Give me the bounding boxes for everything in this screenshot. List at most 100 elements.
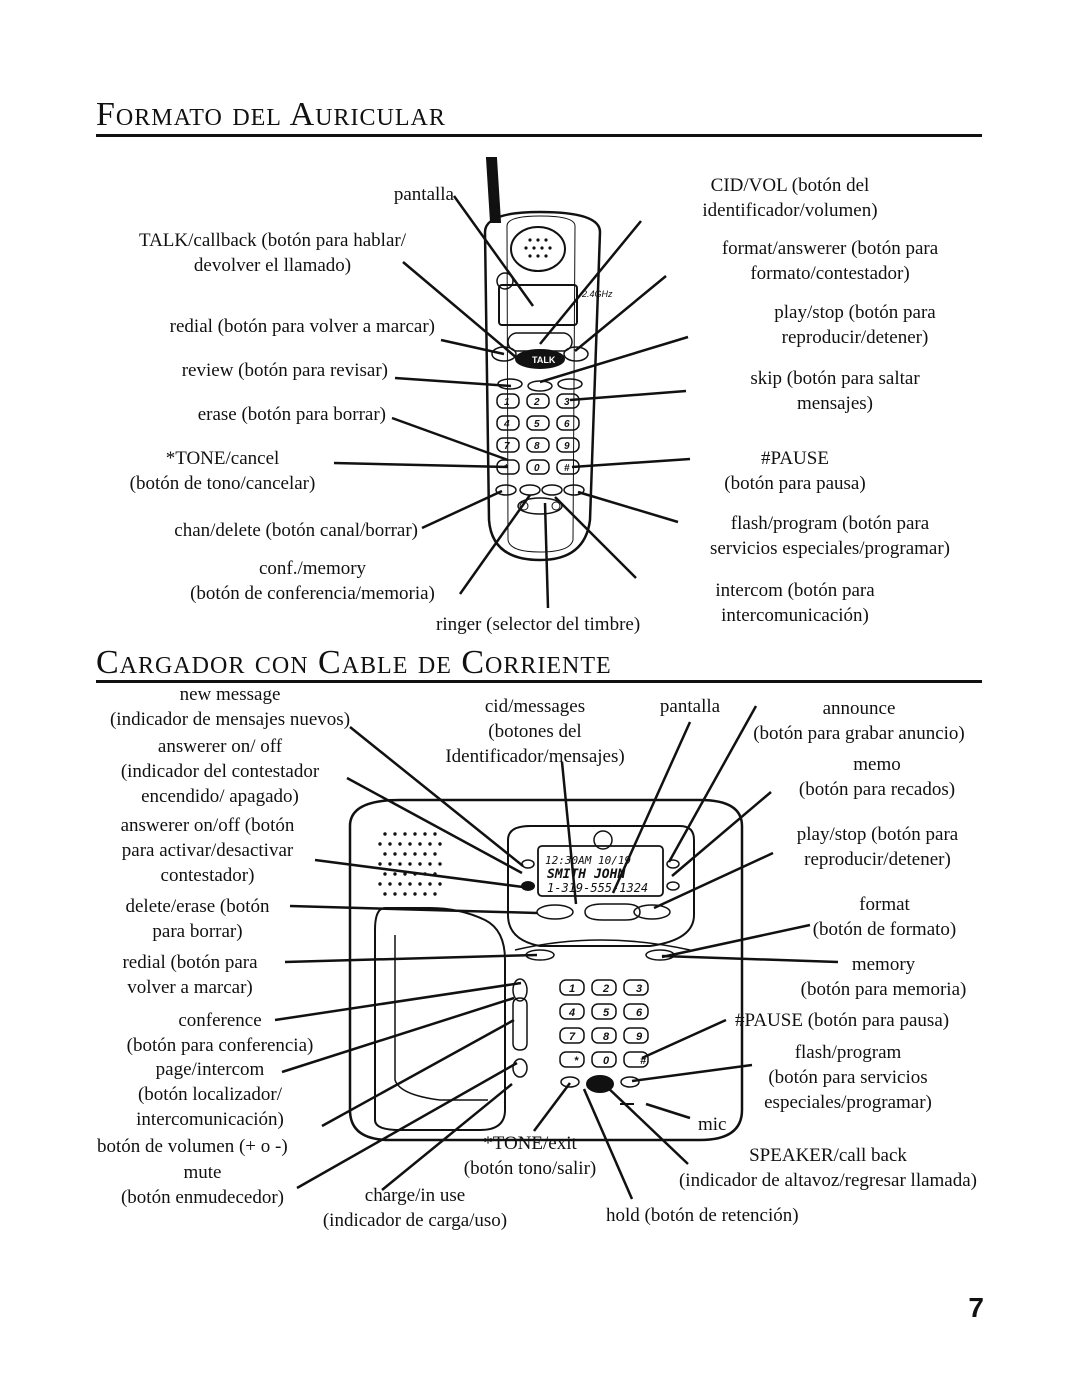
label-charge-indicator: charge/in use (indicador de carga/uso) (300, 1183, 530, 1233)
svg-text:2.4GHz: 2.4GHz (581, 289, 613, 299)
label-mute-button: mute (botón enmudecedor) (100, 1160, 305, 1210)
label-line: skip (botón para saltar (750, 368, 920, 389)
svg-text:2: 2 (602, 983, 609, 995)
svg-text:1: 1 (504, 397, 510, 408)
svg-text:9: 9 (636, 1031, 643, 1043)
svg-text:6: 6 (636, 1007, 643, 1019)
label-conf-button: conf./memory (botón de conferencia/memor… (160, 556, 465, 606)
handset-leader-lines (333, 195, 691, 609)
label-line: flash/program (botón para (730, 513, 930, 534)
label-line: para borrar) (152, 921, 243, 942)
section-title-charger: Cargador con Cable de Corriente (96, 644, 612, 681)
label-line: (botón para memoria) (800, 979, 967, 1000)
label-talk-button: TALK/callback (botón para hablar/ devolv… (100, 228, 445, 278)
label-line: flash/program (794, 1042, 902, 1063)
label-line: (botón de conferencia/memoria) (190, 583, 435, 604)
label-intercom-button: intercom (botón para intercomunicación) (690, 578, 900, 628)
label-line: volver a marcar) (127, 977, 253, 998)
label-line: play/stop (botón para (796, 824, 959, 845)
svg-text:8: 8 (603, 1031, 610, 1043)
label-line: play/stop (botón para (774, 302, 936, 323)
label-line: contestador) (160, 865, 255, 886)
label-flash-button: flash/program (botón para servicios espe… (680, 511, 980, 561)
svg-text:#: # (564, 463, 570, 474)
label-line: formato/contestador) (750, 263, 910, 284)
label-line: (botón localizador/ (137, 1084, 283, 1105)
label-line: (botón tono/salir) (463, 1158, 597, 1179)
svg-text:TALK: TALK (532, 355, 556, 365)
label-base-redial-button: redial (botón para volver a marcar) (100, 950, 280, 1000)
svg-text:7: 7 (569, 1031, 576, 1043)
section-rule (96, 680, 982, 683)
label-ringer-selector: ringer (selector del timbre) (436, 614, 641, 635)
label-line: identificador/volumen) (702, 200, 878, 221)
svg-text:4: 4 (568, 1007, 575, 1019)
label-line: new message (179, 684, 281, 705)
svg-text:8: 8 (534, 441, 540, 452)
label-line: conference (178, 1010, 262, 1031)
label-line: Identificador/mensajes) (445, 746, 625, 767)
label-line: answerer on/ off (157, 736, 283, 757)
label-line: redial (botón para (122, 952, 258, 973)
label-line: #PAUSE (761, 448, 829, 469)
label-line: (indicador de carga/uso) (322, 1210, 508, 1231)
label-skip-button: skip (botón para saltar mensajes) (715, 366, 955, 416)
label-line: format/answerer (botón para (721, 238, 939, 259)
base-leader-lines (274, 705, 839, 1200)
svg-text:0: 0 (534, 463, 540, 474)
label-tone-exit-button: *TONE/exit (botón tono/salir) (440, 1131, 620, 1181)
label-line: (botón para pausa) (724, 473, 866, 494)
svg-text:6: 6 (564, 419, 570, 430)
label-page-intercom-button: page/intercom (botón localizador/ interc… (105, 1057, 315, 1132)
label-line: charge/in use (364, 1185, 466, 1206)
label-line: reproducir/detener) (804, 849, 951, 870)
label-memory-button: memory (botón para memoria) (776, 952, 991, 1002)
label-line: (botón para grabar anuncio) (753, 723, 965, 744)
label-format-button: format/answerer (botón para formato/cont… (680, 236, 980, 286)
label-line: delete/erase (botón (125, 896, 270, 917)
label-line: (botón de formato) (812, 919, 957, 940)
lcd-line-3: 1-319-555-1324 (547, 881, 648, 895)
label-line: intercomunicación) (136, 1109, 284, 1130)
section-rule (96, 134, 982, 137)
label-line: announce (822, 698, 896, 719)
label-base-display: pantalla (659, 696, 721, 717)
label-erase-button: erase (botón para borrar) (197, 404, 386, 425)
label-cid-messages-buttons: cid/messages (botones del Identificador/… (420, 694, 650, 769)
label-base-format-button: format (botón de formato) (792, 892, 977, 942)
label-announce-button: announce (botón para grabar anuncio) (728, 696, 990, 746)
label-base-pause-button: #PAUSE (botón para pausa) (735, 1010, 950, 1031)
label-line: conf./memory (258, 558, 367, 579)
label-cid-vol-button: CID/VOL (botón del identificador/volumen… (665, 173, 915, 223)
label-answerer-button: answerer on/off (botón para activar/desa… (95, 813, 320, 888)
svg-text:7: 7 (504, 441, 510, 452)
label-line: (botón para conferencia) (126, 1035, 314, 1056)
label-line: (botón para servicios (768, 1067, 928, 1088)
label-review-button: review (botón para revisar) (181, 360, 388, 381)
label-line: answerer on/off (botón (120, 815, 295, 836)
label-chan-button: chan/delete (botón canal/borrar) (174, 520, 418, 541)
label-line: TALK/callback (botón para hablar/ (138, 230, 406, 251)
svg-text:9: 9 (564, 441, 570, 452)
label-line: SPEAKER/call back (749, 1145, 907, 1166)
label-answerer-indicator: answerer on/ off (indicador del contesta… (90, 734, 350, 809)
label-delete-button: delete/erase (botón para borrar) (100, 894, 295, 944)
label-memo-button: memo (botón para recados) (772, 752, 982, 802)
lcd-line-2: SMITH JOHN (547, 867, 625, 882)
section-title-handset: Formato del Auricular (96, 96, 446, 133)
label-line: devolver el llamado) (193, 255, 352, 276)
label-hold-button: hold (botón de retención) (606, 1205, 799, 1226)
label-line: memory (851, 954, 916, 975)
lcd-line-1: 12:30AM 10/19 (545, 854, 631, 867)
svg-text:#: # (640, 1055, 647, 1067)
label-line: reproducir/detener) (781, 327, 929, 348)
svg-text:2: 2 (533, 397, 540, 408)
page-number: 7 (968, 1292, 984, 1323)
label-line: (botón para recados) (798, 779, 956, 800)
label-line: memo (853, 754, 901, 775)
svg-text:5: 5 (534, 419, 540, 430)
label-mic: mic (698, 1114, 727, 1135)
label-base-play-stop-button: play/stop (botón para reproducir/detener… (765, 822, 990, 872)
